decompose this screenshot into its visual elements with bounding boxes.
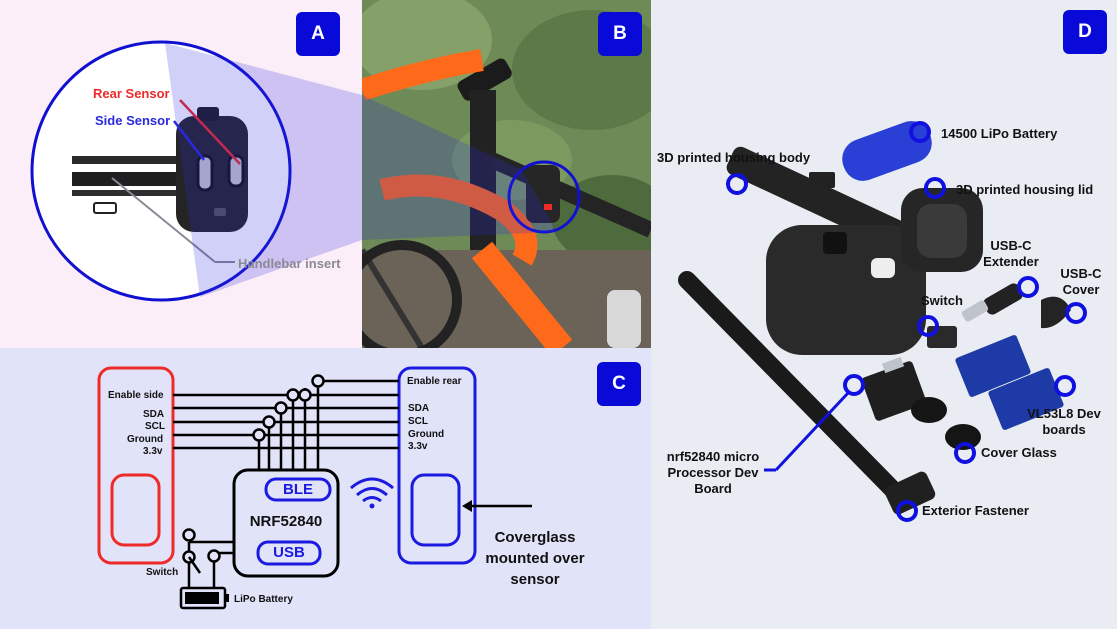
ble-label: BLE	[283, 481, 313, 498]
dev-boards-label: VL53L8 Dev boards	[1027, 406, 1101, 437]
battery-14500-label: 14500 LiPo Battery	[941, 126, 1058, 141]
panel-a-illustration	[30, 40, 362, 302]
side-sensor-label: Side Sensor	[95, 113, 171, 128]
left-sda-label: SDA	[143, 409, 165, 420]
panel-b: B	[362, 0, 651, 348]
wiring-diagram	[97, 366, 532, 610]
coverglass-note: Coverglass mounted over sensor	[485, 529, 585, 588]
left-enable-label: Enable side	[108, 390, 164, 401]
usbc-extender-label: USB-C Extender	[983, 238, 1039, 269]
panel-a-badge: A	[296, 12, 340, 56]
panel-c-badge: C	[597, 362, 641, 406]
usb-label: USB	[273, 544, 305, 561]
panel-a: A Rear Sensor Side Sensor Handlebar inse…	[0, 0, 362, 348]
components-illustration	[678, 121, 1087, 522]
cover-glass-label: Cover Glass	[981, 445, 1057, 460]
right-3v3-label: 3.3v	[408, 441, 428, 452]
left-ground-label: Ground	[127, 434, 164, 445]
switch-part-label: Switch	[921, 293, 963, 308]
right-sda-label: SDA	[408, 403, 430, 414]
right-scl-label: SCL	[408, 416, 428, 427]
handlebar-insert-label: Handlebar insert	[238, 256, 341, 271]
usbc-cover-label: USB-C Cover	[1060, 266, 1102, 297]
chip-label: NRF52840	[249, 513, 323, 530]
processor-label: nrf52840 micro Processor Dev Board	[666, 449, 760, 496]
switch-label: Switch	[146, 567, 179, 578]
right-ground-label: Ground	[408, 429, 445, 440]
rear-sensor-label: Rear Sensor	[93, 86, 170, 101]
left-3v3-label: 3.3v	[143, 446, 163, 457]
housing-lid-label: 3D printed housing lid	[956, 182, 1094, 197]
panel-c: C Enable side SDA SCL Ground 3.3v Enable…	[0, 348, 651, 629]
right-enable-label: Enable rear	[407, 376, 462, 387]
left-scl-label: SCL	[145, 421, 165, 432]
panel-d-badge: D	[1063, 10, 1107, 54]
housing-body-label: 3D printed housing body	[657, 150, 811, 165]
battery-label: LiPo Battery	[234, 594, 293, 605]
panel-b-badge: B	[598, 12, 642, 56]
exterior-fastener-label: Exterior Fastener	[922, 503, 1029, 518]
panel-d: D 14500 LiPo Battery 3D printed housing …	[651, 0, 1117, 629]
